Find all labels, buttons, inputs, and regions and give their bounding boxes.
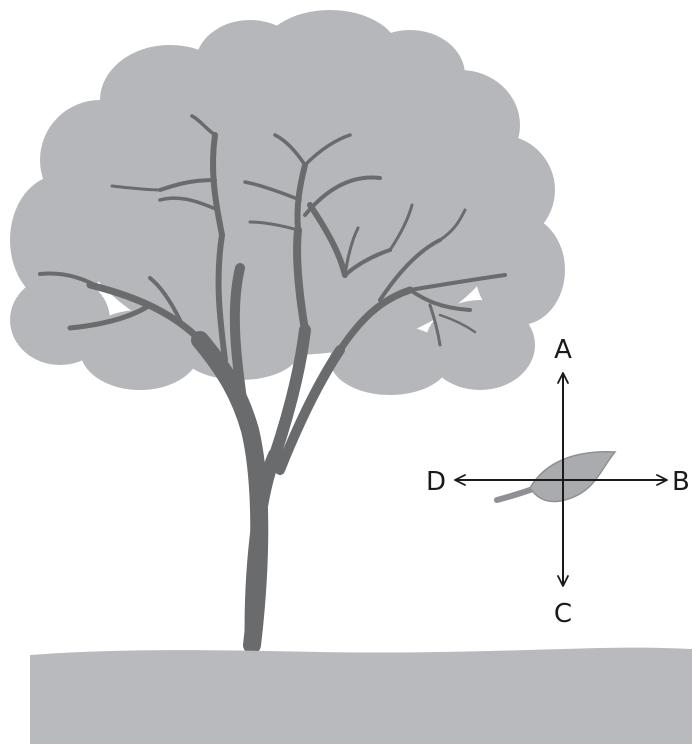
label-a: A [554,335,572,365]
label-c: C [554,599,572,629]
direction-arrows [454,372,668,587]
label-d: D [426,467,446,497]
tree-canopy [10,10,565,395]
leaf [494,451,617,503]
ground [30,647,692,744]
label-b: B [672,467,690,497]
tree-trunk [38,114,507,654]
